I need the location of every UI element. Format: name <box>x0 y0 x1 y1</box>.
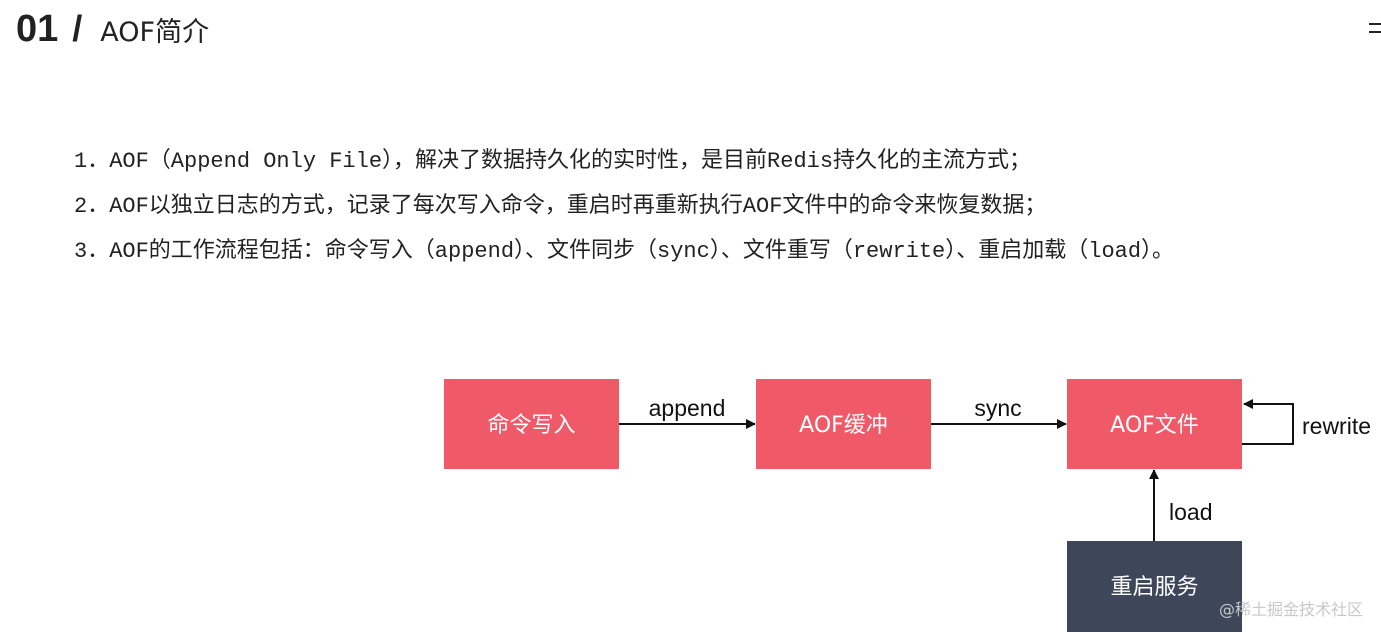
node-restart-service-box <box>1067 541 1242 632</box>
menu-icon[interactable] <box>1369 20 1381 34</box>
node-command-write-label: 命令写入 <box>487 413 575 438</box>
slide-header: 01 / AOF简介 <box>16 8 209 52</box>
edge-label-load: load <box>1169 499 1212 525</box>
node-restart-service: 重启服务 <box>1067 541 1242 632</box>
node-aof-buffer-box <box>756 379 931 469</box>
section-number: 01 <box>16 8 59 50</box>
node-aof-buffer-label: AOF缓冲 <box>799 413 888 438</box>
section-title: AOF简介 <box>100 17 210 48</box>
node-command-write-box <box>444 379 619 469</box>
arrow-rewrite <box>1242 399 1294 445</box>
section-slash: / <box>72 8 83 49</box>
list-item: 1．AOF（Append Only File），解决了数据持久化的实时性，是目前… <box>74 149 1032 174</box>
node-aof-file-box <box>1067 379 1242 469</box>
node-aof-buffer: AOF缓冲 <box>756 379 931 469</box>
list-item: 3．AOF的工作流程包括：命令写入（append）、文件同步（sync）、文件重… <box>74 239 1175 264</box>
list-item: 2．AOF以独立日志的方式，记录了每次写入命令，重启时再重新执行AOF文件中的命… <box>74 194 1047 219</box>
edge-label-append: append <box>649 395 726 421</box>
node-aof-file-label: AOF文件 <box>1110 413 1199 438</box>
watermark: @稀土掘金技术社区 <box>1218 600 1363 619</box>
description-list: 1．AOF（Append Only File），解决了数据持久化的实时性，是目前… <box>74 143 1174 278</box>
edge-label-sync: sync <box>974 395 1021 421</box>
node-restart-service-label: 重启服务 <box>1110 575 1198 600</box>
node-aof-file: AOF文件 <box>1067 379 1242 469</box>
edge-label-rewrite: rewrite <box>1302 413 1371 439</box>
node-command-write: 命令写入 <box>444 379 619 469</box>
